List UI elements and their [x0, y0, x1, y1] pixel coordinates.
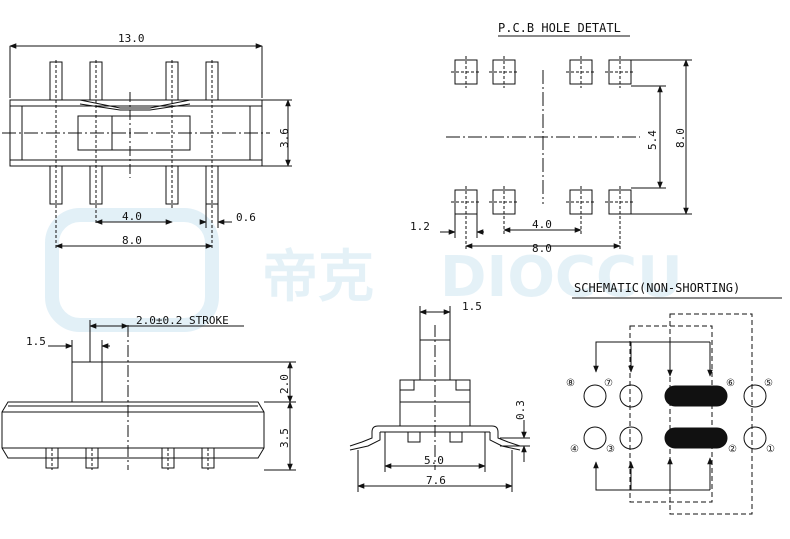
- side-act-height: 2.0: [278, 374, 291, 394]
- schematic-labels: SCHEMATIC(NON-SHORTING) ⑧ ⑦ ⑥ ⑤ ④ ③ ② ①: [566, 281, 775, 455]
- dim-span: 8.0: [122, 234, 142, 247]
- watermark-logo: 帝克 DIOCCU: [45, 208, 683, 332]
- schematic-title: SCHEMATIC(NON-SHORTING): [574, 281, 740, 295]
- side-view-labels: 1.5 2.0±0.2 STROKE 2.0 3.5: [26, 314, 291, 448]
- dim-pitch: 4.0: [122, 210, 142, 223]
- dim-height: 3.6: [278, 128, 291, 148]
- pin-6: ⑥: [726, 378, 735, 389]
- pcb-span: 8.0: [532, 242, 552, 255]
- watermark-cn: 帝克: [262, 245, 374, 310]
- pcb-labels: P.C.B HOLE DETATL 1.2 4.0 8.0 5.4 8.0: [410, 21, 687, 255]
- pcb-hole-detail: [440, 35, 692, 250]
- end-standoff: 0.3: [514, 400, 527, 420]
- top-view-labels: 13.0 3.6 4.0 0.6 8.0: [118, 32, 291, 247]
- pin-3: ③: [606, 444, 615, 455]
- dim-pin-width: 0.6: [236, 211, 256, 224]
- top-view: [2, 43, 292, 250]
- pin-5: ⑤: [764, 378, 773, 389]
- pin-7: ⑦: [604, 378, 613, 389]
- pcb-inner: 5.4: [646, 130, 659, 150]
- end-inner: 5.0: [424, 454, 444, 467]
- pcb-pitch: 4.0: [532, 218, 552, 231]
- end-outer: 7.6: [426, 474, 446, 487]
- schematic: [572, 297, 782, 515]
- side-stroke: 2.0±0.2 STROKE: [136, 314, 229, 327]
- pin-4: ④: [570, 444, 579, 455]
- end-actuator: 1.5: [462, 300, 482, 313]
- pcb-title: P.C.B HOLE DETATL: [498, 21, 621, 35]
- end-view-labels: 1.5 0.3 5.0 7.6: [424, 300, 527, 487]
- pcb-outer: 8.0: [674, 128, 687, 148]
- pin-1: ①: [766, 444, 775, 455]
- pin-2: ②: [728, 444, 737, 455]
- side-body-height: 3.5: [278, 428, 291, 448]
- side-view: [1, 320, 296, 471]
- pin-8: ⑧: [566, 378, 575, 389]
- end-view: [349, 306, 530, 492]
- side-actuator: 1.5: [26, 335, 46, 348]
- watermark-en: DIOCCU: [440, 245, 683, 310]
- dim-length: 13.0: [118, 32, 145, 45]
- pcb-offset: 1.2: [410, 220, 430, 233]
